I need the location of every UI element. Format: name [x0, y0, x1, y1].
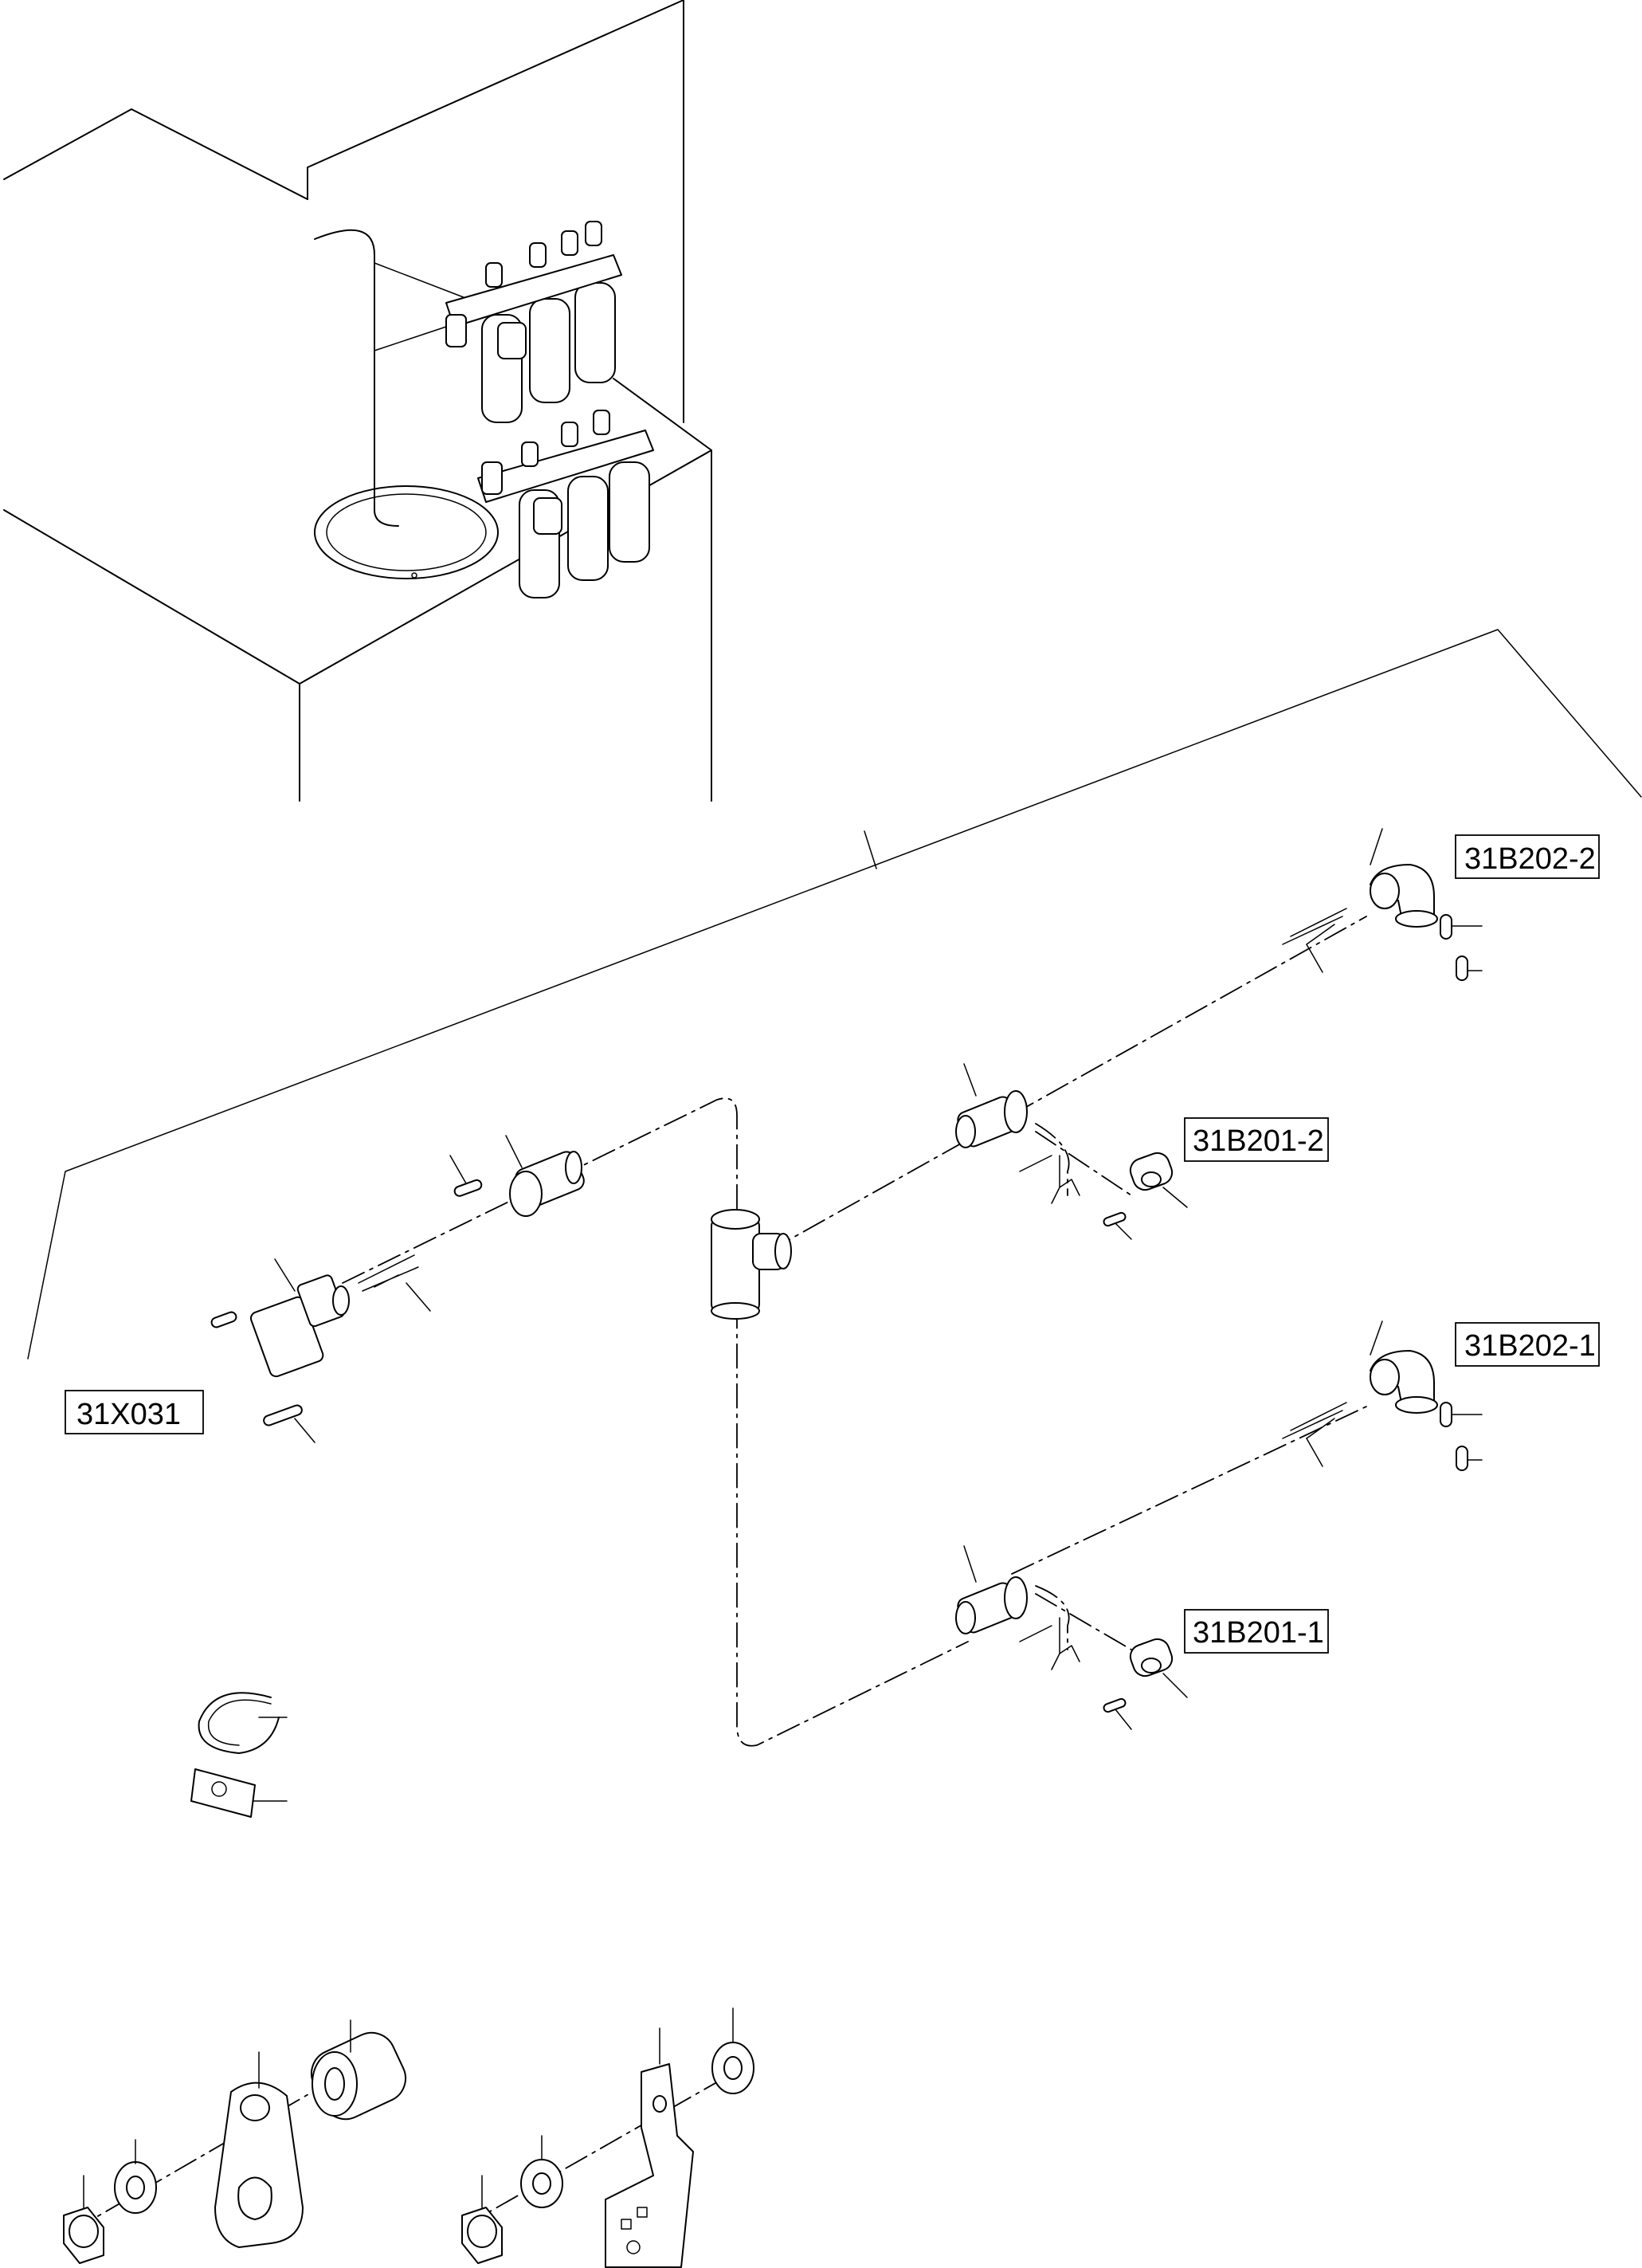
label-plate — [190, 1768, 288, 1818]
angle-connector-31b202-2 — [1282, 828, 1483, 981]
label-31b202-1-text: 31B202-1 — [1464, 1329, 1596, 1363]
filter-unit-lower — [477, 410, 654, 598]
t-junction — [711, 1209, 792, 1320]
harness-leader-tick — [864, 830, 877, 869]
label-31b201-2: 31B201-2 — [1184, 1117, 1329, 1162]
connector-31x031 — [210, 1254, 431, 1443]
label-31x031-text: 31X031 — [76, 1398, 181, 1431]
angle-connector-31b202-1 — [1282, 1320, 1483, 1471]
label-31b202-2-text: 31B202-2 — [1464, 842, 1596, 876]
harness-leader-line — [27, 629, 1642, 1360]
label-31b201-2-text: 31B201-2 — [1193, 1124, 1324, 1158]
label-31b201-1: 31B201-1 — [1184, 1609, 1329, 1654]
cable-coil — [314, 485, 499, 579]
label-31b201-1-text: 31B201-1 — [1193, 1616, 1324, 1650]
filter-unit-upper — [314, 221, 622, 527]
sensor-31b201-2 — [1103, 1152, 1188, 1240]
harness-wires — [342, 916, 1367, 1747]
cabinet-housing — [3, 0, 712, 802]
cable-tie — [198, 1692, 288, 1754]
label-31b202-1: 31B202-1 — [1455, 1322, 1600, 1367]
mounting-bracket-set-right — [461, 2007, 754, 2268]
label-31b202-2: 31B202-2 — [1455, 834, 1600, 879]
label-31x031: 31X031 — [65, 1390, 204, 1434]
cable-gland-upper — [955, 1063, 1080, 1204]
sensor-31b201-1 — [1103, 1638, 1188, 1730]
mounting-bracket-set-left — [63, 2019, 406, 2264]
cable-gland-lower — [955, 1545, 1080, 1670]
cable-gland-left — [449, 1135, 585, 1217]
